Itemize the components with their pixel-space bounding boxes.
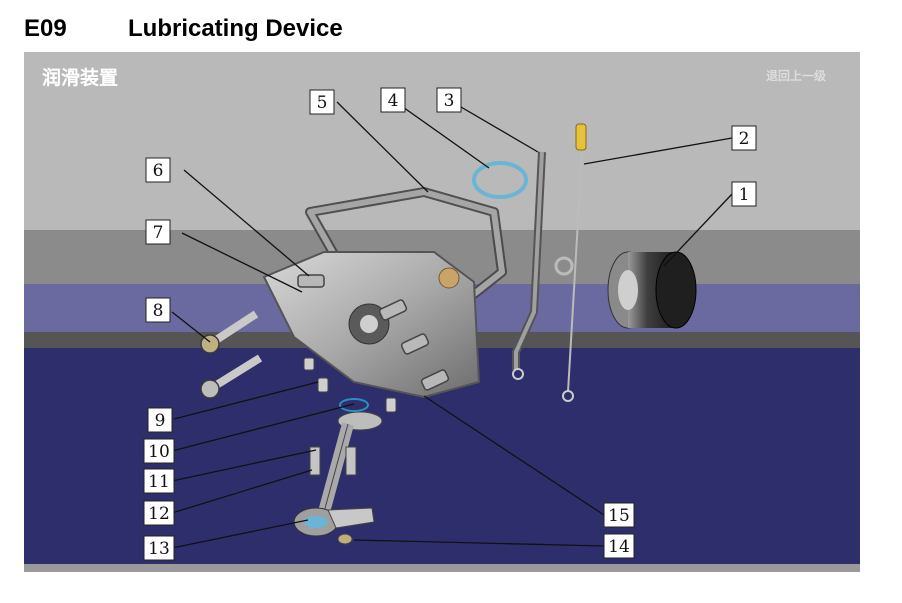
callout-2: 2 — [731, 125, 757, 151]
svg-text:14: 14 — [608, 537, 630, 557]
callout-3: 3 — [436, 87, 462, 113]
svg-text:3: 3 — [444, 91, 455, 111]
page-header: E09 Lubricating Device — [24, 12, 343, 46]
callout-12: 12 — [143, 500, 175, 526]
callout-15: 15 — [603, 502, 635, 528]
callout-11: 11 — [143, 468, 175, 494]
callout-7: 7 — [145, 219, 171, 245]
dipstick-tube — [512, 151, 574, 380]
page-title: Lubricating Device — [128, 15, 343, 42]
svg-text:4: 4 — [388, 91, 399, 111]
svg-text:15: 15 — [608, 506, 630, 526]
oil-filter — [607, 251, 697, 329]
svg-text:10: 10 — [148, 442, 170, 462]
callout-1: 1 — [731, 181, 757, 207]
dipstick — [562, 123, 587, 402]
svg-text:7: 7 — [153, 223, 164, 243]
section-code: E09 — [24, 15, 67, 42]
back-link[interactable]: 退回上一级 — [766, 68, 826, 83]
callout-8: 8 — [145, 297, 171, 323]
exploded-diagram: 润滑装置 退回上一级 — [24, 52, 860, 572]
o-ring — [472, 161, 528, 199]
small-bolts — [303, 357, 397, 413]
callout-13: 13 — [143, 535, 175, 561]
callout-6: 6 — [145, 157, 171, 183]
caption-zh: 润滑装置 — [42, 66, 118, 89]
svg-text:8: 8 — [153, 301, 164, 321]
oil-strainer — [293, 398, 383, 545]
callout-10: 10 — [143, 438, 175, 464]
callout-14: 14 — [603, 533, 635, 559]
svg-text:5: 5 — [317, 93, 328, 113]
leader-lines — [171, 99, 733, 549]
svg-text:11: 11 — [148, 472, 170, 492]
pump-bolts — [297, 274, 450, 391]
svg-text:2: 2 — [739, 129, 750, 149]
bg-bottom-strip — [24, 564, 860, 572]
callout-4: 4 — [380, 87, 406, 113]
svg-text:6: 6 — [153, 161, 164, 181]
svg-text:1: 1 — [739, 185, 750, 205]
svg-text:9: 9 — [155, 411, 166, 431]
long-bolts — [200, 310, 263, 399]
callout-5: 5 — [309, 89, 335, 115]
callout-9: 9 — [147, 407, 173, 433]
svg-text:13: 13 — [148, 539, 170, 559]
svg-text:12: 12 — [148, 504, 170, 524]
